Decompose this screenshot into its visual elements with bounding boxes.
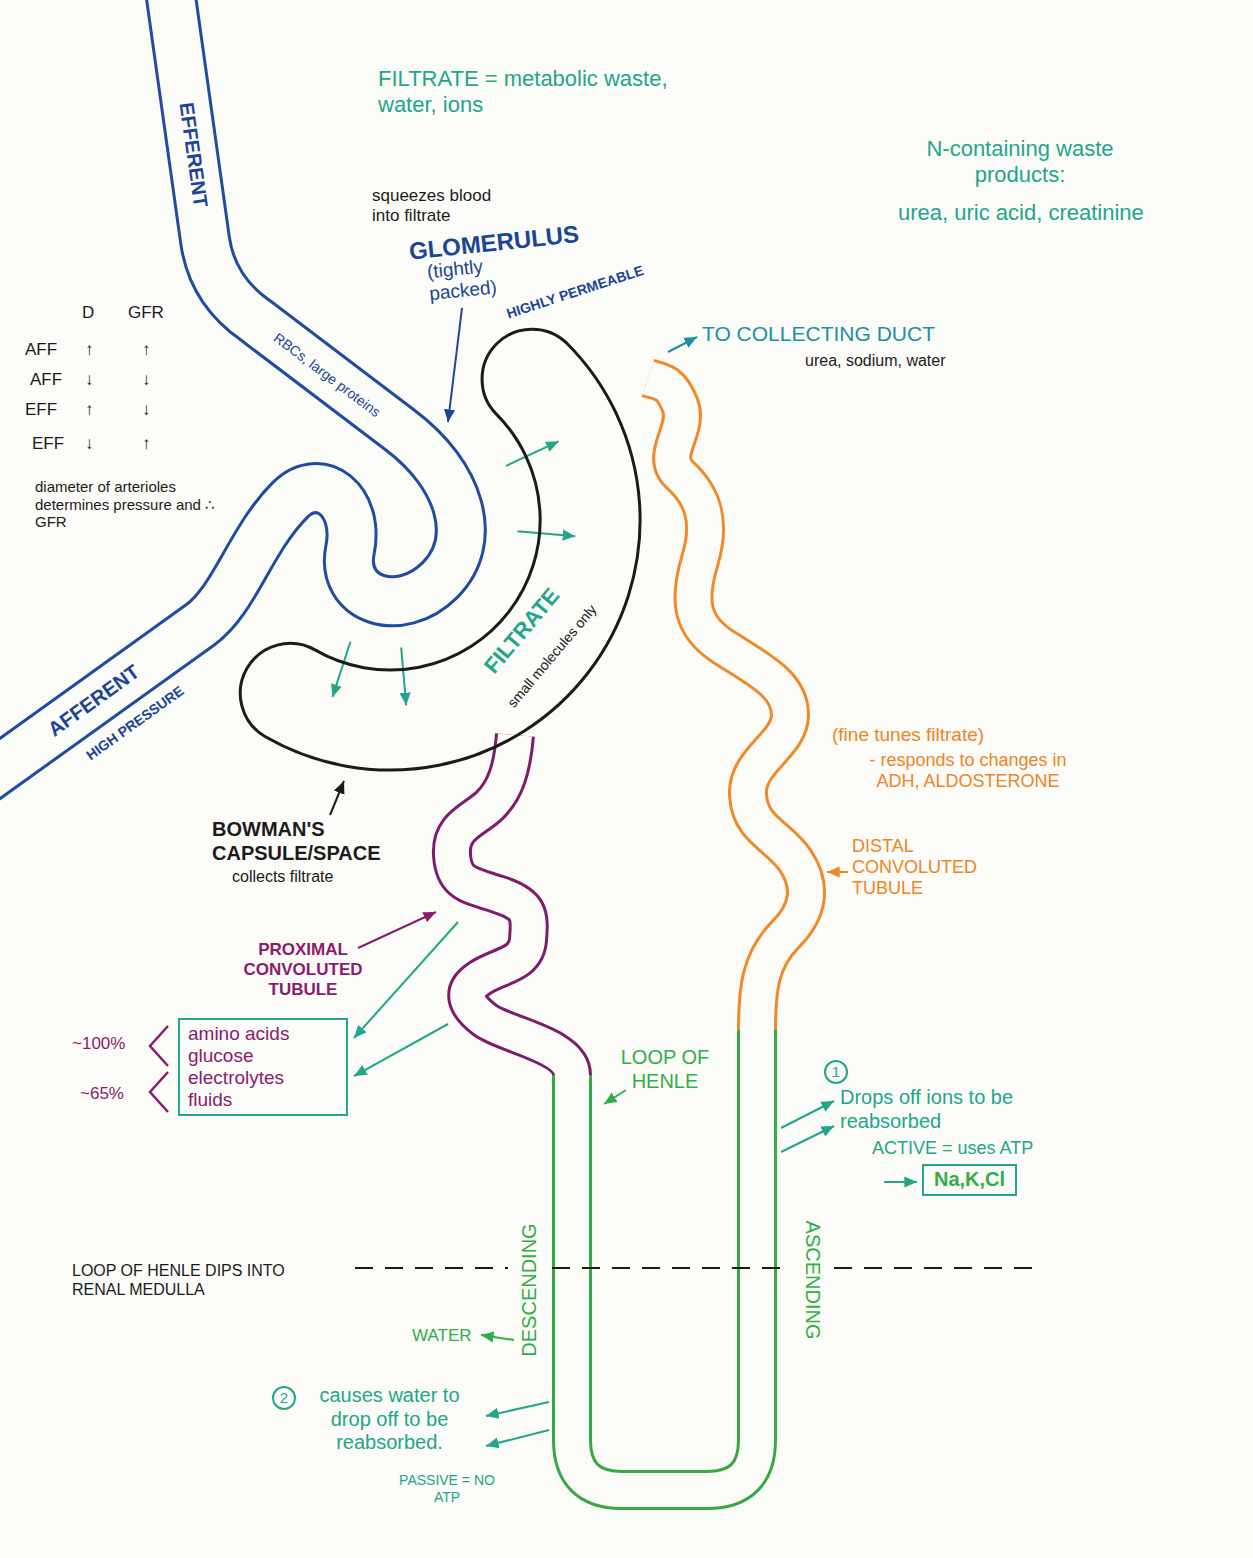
filtration-arrow bbox=[518, 531, 576, 536]
reabsorption-arrow bbox=[354, 922, 458, 1038]
list-item: electrolytes bbox=[188, 1067, 338, 1089]
note-text: PASSIVE = NO ATP bbox=[392, 1472, 502, 1505]
ion-box: Na,K,Cl bbox=[922, 1164, 1017, 1196]
vessel-note: RBCs, large proteins bbox=[270, 330, 383, 421]
leader-arrow bbox=[330, 781, 344, 815]
bowmans-capsule: FILTRATEsmall molecules only bbox=[235, 320, 645, 775]
part-note: (tightly packed) bbox=[426, 252, 520, 306]
ion-list: Na,K,Cl bbox=[934, 1168, 1005, 1192]
capsule-wall bbox=[240, 329, 640, 770]
callout-number: 2 bbox=[272, 1386, 296, 1410]
note-text: FILTRATE = metabolic waste, water, ions bbox=[378, 66, 688, 118]
list-item: amino acids bbox=[188, 1023, 338, 1045]
part-label: ASCENDING bbox=[800, 1221, 824, 1340]
table-cell: ↑ bbox=[85, 400, 94, 420]
filtration-arrow bbox=[401, 648, 406, 706]
list-item: fluids bbox=[188, 1089, 338, 1111]
table-cell: ↑ bbox=[142, 434, 151, 454]
leader-arrow bbox=[604, 1090, 626, 1104]
leader-arrow bbox=[827, 871, 848, 873]
note-text: ACTIVE = uses ATP bbox=[872, 1138, 1033, 1159]
tubule-lumen bbox=[648, 378, 806, 1030]
note-text: - responds to changes in ADH, ALDOSTERON… bbox=[848, 750, 1088, 792]
ion-arrow bbox=[884, 1181, 917, 1183]
dashed-line bbox=[355, 1267, 508, 1269]
part-label: LOOP OF HENLE bbox=[615, 1046, 715, 1093]
table-cell: EFF bbox=[25, 400, 57, 420]
ion-arrow bbox=[781, 1126, 834, 1152]
table-header: D bbox=[82, 303, 94, 323]
leader-arrow bbox=[358, 912, 436, 948]
table-cell: ↑ bbox=[85, 340, 94, 360]
table-header: GFR bbox=[128, 303, 164, 323]
part-label: GLOMERULUS bbox=[408, 220, 581, 266]
percent-bracket bbox=[150, 1026, 168, 1066]
leader-arrow bbox=[448, 308, 462, 422]
tube-lumen bbox=[0, 0, 806, 1490]
dashed-line bbox=[834, 1267, 1032, 1269]
percent-label: ~100% bbox=[72, 1034, 125, 1054]
capsule-outline bbox=[235, 320, 645, 775]
percent-label: ~65% bbox=[80, 1084, 124, 1104]
flow-arrow bbox=[668, 337, 697, 352]
part-label: BOWMAN'S CAPSULE/SPACE bbox=[212, 818, 417, 865]
flow-label: TO COLLECTING DUCT bbox=[702, 322, 935, 347]
note-text: urea, sodium, water bbox=[805, 352, 946, 371]
ion-arrow bbox=[781, 1101, 834, 1128]
part-label: PROXIMAL CONVOLUTED TUBULE bbox=[228, 940, 378, 1000]
table-cell: ↓ bbox=[85, 370, 94, 390]
table-cell: ↑ bbox=[142, 340, 151, 360]
tubule-lumen bbox=[572, 1030, 757, 1490]
reabsorption-box: amino acidsglucoseelectrolytesfluids bbox=[178, 1018, 348, 1116]
tubule-lumen bbox=[452, 735, 572, 1075]
vessel-label: EFFERENT bbox=[174, 101, 212, 209]
table-cell: EFF bbox=[32, 434, 64, 454]
note-text: squeezes blood into filtrate bbox=[372, 186, 512, 226]
filtration-arrow bbox=[506, 441, 559, 466]
note-text: (fine tunes filtrate) bbox=[832, 724, 984, 746]
part-label: DISTAL CONVOLUTED TUBULE bbox=[852, 836, 992, 900]
part-note: HIGHLY PERMEABLE bbox=[504, 262, 645, 322]
flow-label: WATER bbox=[412, 1326, 472, 1346]
note-text: Drops off ions to be reabsorbed bbox=[840, 1086, 1015, 1133]
note-text: LOOP OF HENLE DIPS INTO RENAL MEDULLA bbox=[72, 1262, 292, 1300]
table-cell: ↓ bbox=[142, 400, 151, 420]
note-text: diameter of arterioles determines pressu… bbox=[35, 478, 220, 531]
part-label: DESCENDING bbox=[518, 1223, 542, 1356]
list-item: glucose bbox=[188, 1045, 338, 1067]
water-arrow bbox=[481, 1335, 514, 1340]
note-text: causes water to drop off to be reabsorbe… bbox=[302, 1384, 477, 1455]
water-arrow bbox=[486, 1430, 549, 1446]
medulla-boundary bbox=[355, 1267, 1032, 1269]
dashed-line bbox=[552, 1267, 792, 1269]
tube-walls bbox=[0, 0, 806, 1490]
percent-bracket bbox=[150, 1072, 168, 1112]
water-arrow bbox=[486, 1402, 549, 1416]
note-text: urea, uric acid, creatinine bbox=[898, 200, 1144, 226]
callout-number: 1 bbox=[824, 1060, 848, 1084]
filtration-arrow bbox=[333, 642, 351, 697]
table-cell: AFF bbox=[30, 370, 62, 390]
note-heading: N-containing waste products: bbox=[925, 136, 1115, 188]
table-cell: ↓ bbox=[142, 370, 151, 390]
part-note: collects filtrate bbox=[232, 868, 333, 887]
proximal-tubule bbox=[452, 735, 572, 1075]
distal-tubule bbox=[648, 378, 806, 1030]
reabsorption-arrow bbox=[354, 1024, 448, 1076]
table-cell: AFF bbox=[25, 340, 57, 360]
table-cell: ↓ bbox=[85, 434, 94, 454]
loop-of-henle bbox=[572, 1030, 757, 1490]
